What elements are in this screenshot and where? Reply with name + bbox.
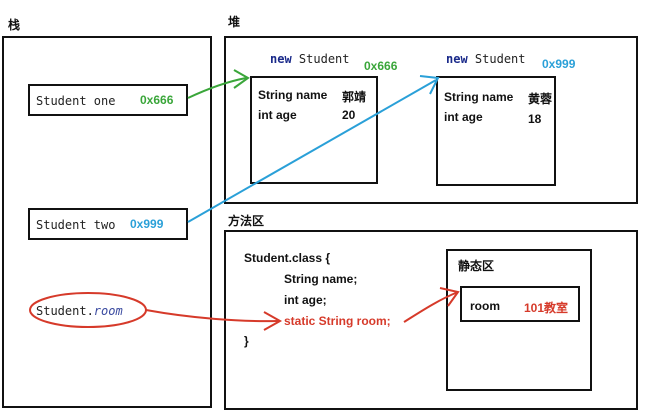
obj2-header: new Student	[446, 52, 526, 66]
var-two-address: 0x999	[130, 217, 164, 231]
var-one-address: 0x666	[140, 93, 174, 107]
static-field-name: room	[470, 299, 500, 313]
class-declaration: Student.class {	[244, 251, 331, 265]
stack-title: 栈	[8, 18, 21, 32]
class-line-name: String name;	[284, 272, 358, 286]
static-area-title: 静态区	[458, 259, 495, 273]
method-area-title: 方法区	[228, 214, 265, 228]
var-two-label: Student two	[36, 218, 116, 232]
arrow-two-to-obj2	[187, 75, 440, 223]
class-closing-brace: }	[244, 334, 249, 348]
static-ref-ellipse	[29, 292, 147, 328]
static-area-box: 静态区	[446, 249, 592, 391]
arrow-static-line-to-static-area	[403, 287, 460, 323]
heap-object-2: String name 黄蓉 int age 18	[436, 76, 556, 186]
heap-object-1: String name 郭靖 int age 20	[250, 76, 378, 184]
arrow-ref-to-static-line	[145, 309, 283, 331]
static-field-box: room 101教室	[460, 286, 580, 322]
heap-title: 堆	[228, 15, 241, 29]
obj2-field-age-value: 18	[528, 112, 542, 126]
obj2-field-name-label: String name	[444, 90, 514, 104]
static-reference: Student.room	[36, 300, 123, 319]
obj1-header: new Student	[270, 52, 350, 66]
var-one-label: Student one	[36, 94, 116, 108]
stack-region	[2, 36, 212, 408]
obj2-new-keyword: new	[446, 52, 468, 66]
obj2-address: 0x999	[542, 57, 576, 71]
class-line-age: int age;	[284, 293, 327, 307]
obj1-address: 0x666	[364, 59, 398, 73]
arrow-one-to-obj1	[187, 69, 250, 99]
obj2-field-name-value: 黄蓉	[528, 92, 553, 106]
static-field-value: 101教室	[524, 301, 569, 315]
stack-var-two: Student two 0x999	[28, 208, 188, 240]
stack-var-one: Student one 0x666	[28, 84, 188, 116]
heap-region	[224, 36, 638, 204]
class-line-static-room: static String room;	[284, 314, 391, 328]
static-ref-class: Student.	[36, 304, 94, 318]
static-ref-field: room	[93, 304, 123, 318]
obj1-field-age-value: 20	[342, 108, 356, 122]
obj1-new-keyword: new	[270, 52, 292, 66]
obj1-field-name-label: String name	[258, 88, 328, 102]
obj1-class: Student	[298, 52, 350, 66]
obj1-field-age-label: int age	[258, 108, 297, 122]
obj2-class: Student	[474, 52, 526, 66]
obj1-field-name-value: 郭靖	[342, 90, 367, 104]
obj2-field-age-label: int age	[444, 110, 483, 124]
